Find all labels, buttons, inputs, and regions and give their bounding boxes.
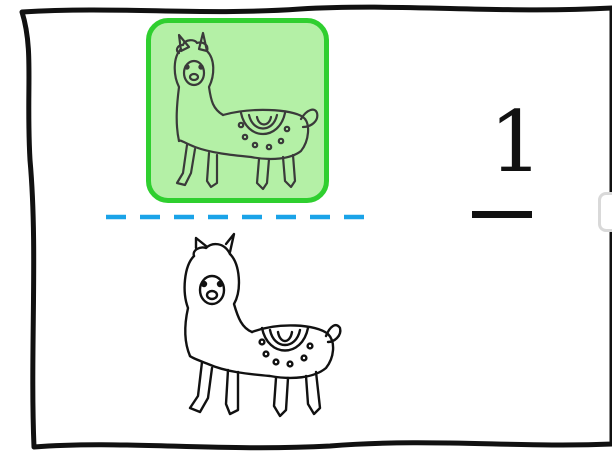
fraction-numerator: 1	[486, 100, 546, 184]
fraction-bar	[472, 211, 532, 218]
llama-icon	[151, 23, 324, 198]
denominator-input[interactable]	[598, 192, 612, 232]
selected-picture-tile[interactable]	[146, 18, 329, 203]
dashed-divider	[104, 213, 366, 221]
llama-icon[interactable]	[168, 232, 344, 422]
